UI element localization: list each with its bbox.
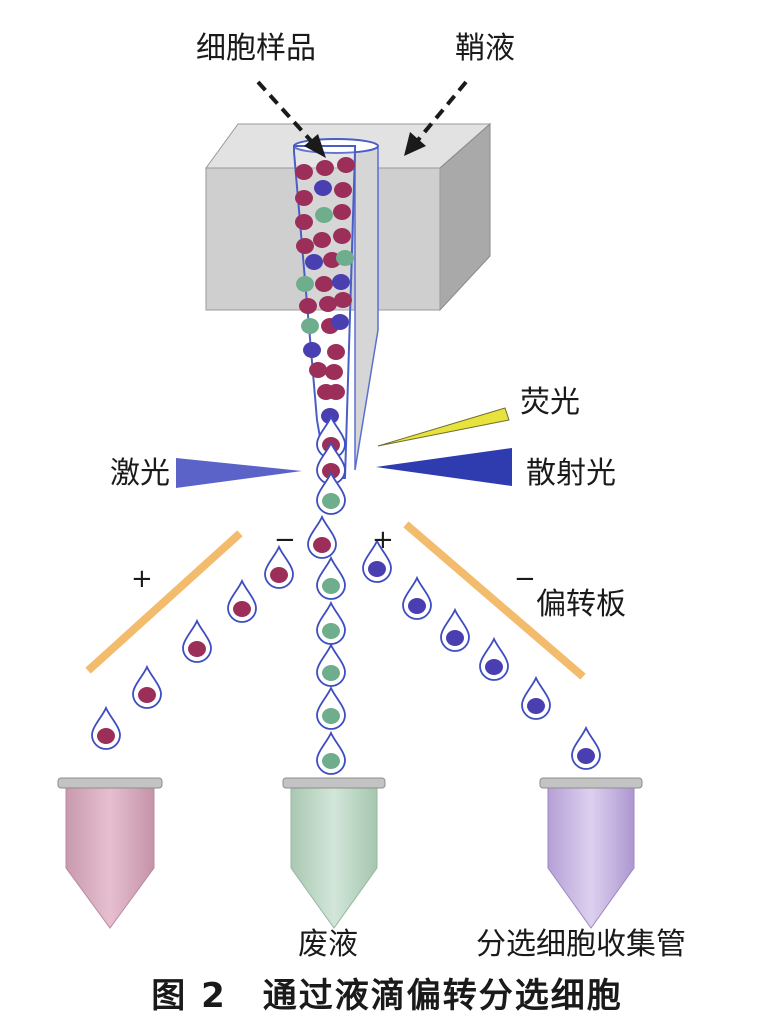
cell-sample-label: 细胞样品 xyxy=(196,31,316,66)
scatter-beam xyxy=(376,448,512,486)
maroon-cell xyxy=(295,164,313,180)
droplet xyxy=(571,725,601,770)
sample-arrow xyxy=(256,80,326,158)
maroon-cell xyxy=(233,601,251,617)
green-cell xyxy=(322,753,340,769)
droplet xyxy=(316,555,346,600)
green-cell xyxy=(322,493,340,509)
fluorescence-beam xyxy=(377,407,510,447)
droplet xyxy=(316,730,346,775)
figure-caption: 图 2 通过液滴偏转分选细胞 xyxy=(151,976,623,1016)
droplet xyxy=(316,642,346,687)
green-cell xyxy=(322,665,340,681)
maroon-cell xyxy=(270,567,288,583)
blue-cell xyxy=(332,274,350,290)
blue-cell xyxy=(303,342,321,358)
droplet xyxy=(132,664,162,709)
maroon-cell xyxy=(334,292,352,308)
sheath-fluid-label: 鞘液 xyxy=(455,31,515,66)
collection-tube-label: 分选细胞收集管 xyxy=(476,927,686,962)
maroon-cell xyxy=(319,296,337,312)
maroon-cell xyxy=(309,362,327,378)
droplet xyxy=(316,685,346,730)
scatter-light-label: 散射光 xyxy=(526,456,616,491)
green-cell xyxy=(322,578,340,594)
blue-cell xyxy=(527,698,545,714)
right-deflection-plate xyxy=(403,521,586,680)
maroon-cell xyxy=(296,238,314,254)
droplet xyxy=(227,578,257,623)
blue-cell xyxy=(408,598,426,614)
maroon-cell xyxy=(188,641,206,657)
droplet xyxy=(479,636,509,681)
green-cell xyxy=(315,207,333,223)
sheath-channel xyxy=(354,147,379,471)
maroon-cell xyxy=(299,298,317,314)
right-plus-sign: + xyxy=(372,525,394,555)
maroon-cell xyxy=(333,204,351,220)
right-plate-minus-sign: − xyxy=(514,564,536,594)
droplet xyxy=(307,514,337,559)
sheath-arrow xyxy=(404,80,468,156)
waste-tube xyxy=(282,777,386,929)
blue-cell xyxy=(446,630,464,646)
green-cell xyxy=(336,250,354,266)
blue-cell xyxy=(314,180,332,196)
left-minus-sign: − xyxy=(274,525,296,555)
blue-cell xyxy=(305,254,323,270)
droplet xyxy=(316,600,346,645)
waste-label: 废液 xyxy=(298,927,358,962)
droplet xyxy=(521,675,551,720)
maroon-cell xyxy=(295,214,313,230)
maroon-cell xyxy=(327,384,345,400)
blue-cell xyxy=(331,314,349,330)
laser-label: 激光 xyxy=(110,456,170,491)
maroon-cell xyxy=(138,687,156,703)
nozzle-cells xyxy=(295,157,355,424)
green-cell xyxy=(301,318,319,334)
green-cell xyxy=(322,623,340,639)
maroon-cell xyxy=(97,728,115,744)
droplet xyxy=(362,538,392,583)
maroon-cell xyxy=(313,232,331,248)
blue-cell xyxy=(577,748,595,764)
droplet xyxy=(182,618,212,663)
droplet xyxy=(402,575,432,620)
droplet xyxy=(264,544,294,589)
droplet xyxy=(316,470,346,515)
blue-cell xyxy=(368,561,386,577)
droplet xyxy=(91,705,121,750)
blue-cell xyxy=(321,408,339,424)
collection-tube xyxy=(539,777,643,929)
blue-cell xyxy=(485,659,503,675)
maroon-cell xyxy=(327,344,345,360)
laser-beam xyxy=(176,458,302,488)
droplets xyxy=(91,414,601,775)
green-cell xyxy=(296,276,314,292)
maroon-cell xyxy=(337,157,355,173)
green-cell xyxy=(322,708,340,724)
maroon-cell xyxy=(315,276,333,292)
left-deflection-plate xyxy=(85,530,243,674)
maroon-cell xyxy=(333,228,351,244)
maroon-cell xyxy=(295,190,313,206)
left-plate-plus-sign: + xyxy=(131,564,153,594)
left-tube xyxy=(57,777,163,929)
deflection-plate-label: 偏转板 xyxy=(536,587,626,622)
maroon-cell xyxy=(325,364,343,380)
droplet xyxy=(440,607,470,652)
maroon-cell xyxy=(313,537,331,553)
maroon-cell xyxy=(316,160,334,176)
fluorescence-label: 荧光 xyxy=(520,385,580,420)
maroon-cell xyxy=(334,182,352,198)
